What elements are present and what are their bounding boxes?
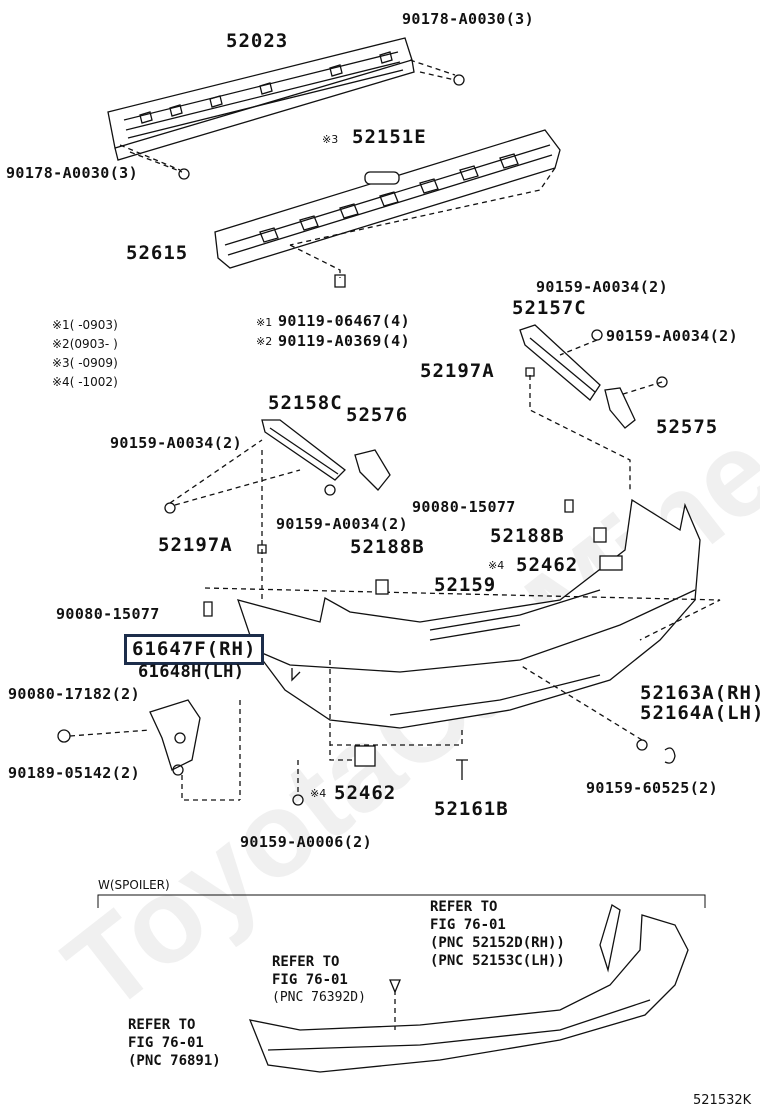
label-52197a-right[interactable]: 52197A — [420, 360, 495, 382]
clip-icon — [525, 367, 535, 377]
clip-icon — [389, 979, 401, 994]
diagram-code: 521532K — [693, 1093, 752, 1108]
reference-line: (PNC 76891) — [128, 1053, 221, 1069]
bolt-icon — [453, 74, 465, 86]
section-label-spoiler: W(SPOILER) — [98, 878, 170, 892]
legend-row: ※2(0903- ) — [52, 337, 118, 351]
label-90159-a0034-mid[interactable]: 90159-A0034(2) — [276, 515, 409, 533]
label-52163a[interactable]: 52163A(RH) — [640, 682, 760, 704]
label-52164a[interactable]: 52164A(LH) — [640, 702, 760, 724]
label-90178-a0030-left[interactable]: 90178-A0030(3) — [6, 164, 139, 182]
reference-line: (PNC 76392D) — [272, 990, 366, 1005]
reference-line: REFER TO — [272, 954, 340, 970]
mark-52462-bottom: ※4 — [310, 787, 327, 800]
label-90080-15077-right[interactable]: 90080-15077 — [412, 498, 516, 516]
label-90178-a0030-top[interactable]: 90178-A0030(3) — [402, 10, 535, 28]
label-52188b-right[interactable]: 52188B — [490, 525, 565, 547]
mark-52462-right: ※4 — [488, 559, 505, 572]
energy-absorber-52615[interactable] — [214, 129, 561, 269]
bumper-cover-52159[interactable] — [236, 498, 701, 729]
retainer-52576[interactable] — [354, 449, 391, 491]
reference-line: FIG 76-01 — [430, 917, 506, 933]
retainer-52158c[interactable] — [261, 419, 346, 481]
pad-52151e[interactable] — [364, 171, 400, 185]
reference-pnc-52152d[interactable]: REFER TO FIG 76-01 (PNC 52152D(RH)) (PNC… — [430, 900, 565, 968]
clip-icon — [257, 544, 267, 554]
clip-52188b[interactable] — [593, 527, 607, 543]
legend-row: ※1( -0903) — [52, 318, 118, 332]
reference-line: FIG 76-01 — [272, 972, 348, 988]
label-90119-a0369[interactable]: 90119-A0369(4) — [278, 332, 411, 350]
legend-row: ※3( -0909) — [52, 356, 118, 370]
label-52462-right[interactable]: 52462 — [516, 554, 579, 576]
label-90119-06467[interactable]: 90119-06467(4) — [278, 312, 411, 330]
clip-icon — [564, 499, 574, 513]
label-90080-17182[interactable]: 90080-17182(2) — [8, 685, 141, 703]
screw-icon — [292, 794, 304, 806]
label-52615[interactable]: 52615 — [126, 242, 189, 264]
pad-52462-bottom[interactable] — [354, 745, 376, 767]
label-90189-05142[interactable]: 90189-05142(2) — [8, 764, 141, 782]
label-52188b-left[interactable]: 52188B — [350, 536, 425, 558]
mark-90119-a0369: ※2 — [256, 335, 273, 348]
bolt-icon — [57, 729, 71, 743]
reference-line: (PNC 52153C(LH)) — [430, 953, 565, 969]
label-90080-15077-left[interactable]: 90080-15077 — [56, 605, 160, 623]
label-90159-a0034-top[interactable]: 90159-A0034(2) — [536, 278, 669, 296]
pad-52462[interactable] — [599, 555, 623, 571]
label-52161b[interactable]: 52161B — [434, 798, 509, 820]
mark-52151e: ※3 — [322, 133, 339, 146]
label-90159-a0006[interactable]: 90159-A0006(2) — [240, 833, 373, 851]
bolt-icon — [324, 484, 336, 496]
label-52159[interactable]: 52159 — [434, 574, 497, 596]
label-52151e[interactable]: 52151E — [352, 126, 427, 148]
reference-line: REFER TO — [128, 1017, 196, 1033]
label-52197a-left[interactable]: 52197A — [158, 534, 233, 556]
reference-pnc-76891[interactable]: REFER TO FIG 76-01 (PNC 76891) — [128, 1018, 221, 1068]
screw-icon — [636, 739, 648, 751]
bolt-icon — [656, 376, 668, 388]
clip-icon — [334, 274, 346, 288]
label-90159-a0034-left[interactable]: 90159-A0034(2) — [110, 434, 243, 452]
label-90159-a0034-right[interactable]: 90159-A0034(2) — [606, 327, 739, 345]
nut-icon — [172, 764, 184, 776]
retainer-52157c[interactable] — [519, 324, 601, 401]
bolt-icon — [164, 502, 176, 514]
label-52158c[interactable]: 52158C — [268, 392, 343, 414]
reference-line: (PNC 52152D(RH)) — [430, 935, 565, 951]
clip-52188b[interactable] — [375, 579, 389, 595]
bolt-icon — [178, 168, 190, 180]
label-52157c[interactable]: 52157C — [512, 297, 587, 319]
mark-90119-06467: ※1 — [256, 316, 273, 329]
label-61647f-highlighted[interactable]: 61647F(RH) — [124, 634, 265, 665]
bracket-61647f[interactable] — [149, 699, 201, 771]
label-52462-bottom[interactable]: 52462 — [334, 782, 397, 804]
label-90159-60525[interactable]: 90159-60525(2) — [586, 779, 719, 797]
retainer-52575[interactable] — [604, 387, 636, 429]
clip-52163a[interactable] — [664, 747, 676, 764]
reference-line: FIG 76-01 — [128, 1035, 204, 1051]
reference-line: REFER TO — [430, 899, 498, 915]
clip-icon — [203, 601, 213, 617]
bolt-icon — [591, 329, 603, 341]
label-52576[interactable]: 52576 — [346, 404, 409, 426]
label-52023[interactable]: 52023 — [226, 30, 289, 52]
reinforcement-beam-52023[interactable] — [107, 37, 415, 161]
bumper-cover-spoiler[interactable] — [248, 903, 689, 1073]
label-52575[interactable]: 52575 — [656, 416, 719, 438]
label-61648h[interactable]: 61648H(LH) — [138, 662, 245, 682]
clip-52161b[interactable] — [456, 759, 468, 780]
legend-row: ※4( -1002) — [52, 375, 118, 389]
reference-pnc-76392d[interactable]: REFER TO FIG 76-01 (PNC 76392D) — [272, 955, 366, 1004]
